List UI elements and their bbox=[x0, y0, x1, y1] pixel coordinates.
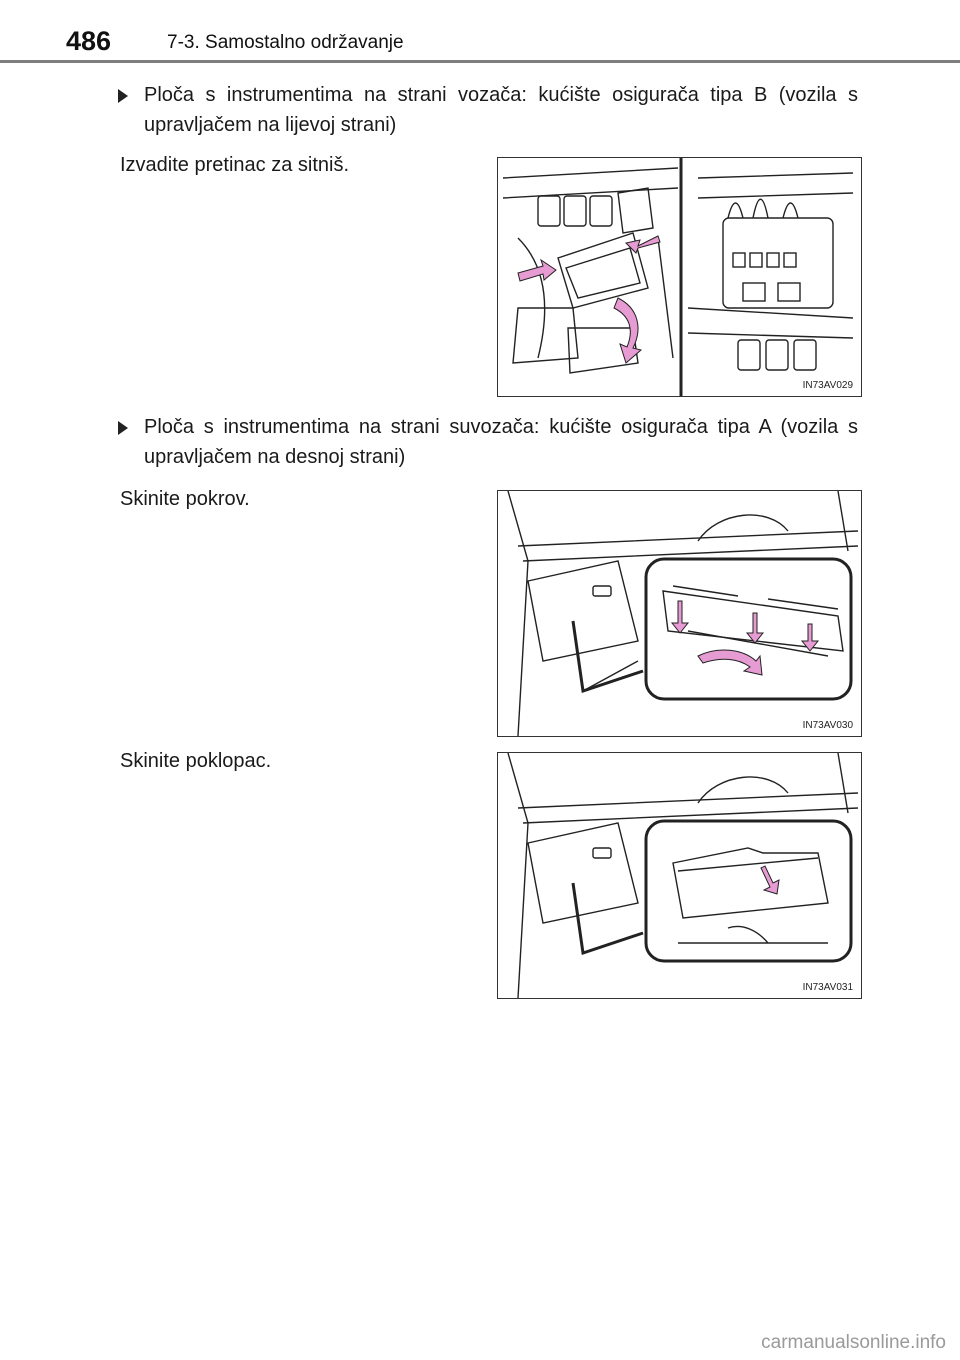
step-remove-cover: Skinite pokrov. bbox=[120, 488, 250, 510]
bullet-triangle-icon bbox=[118, 421, 128, 435]
figure-driver-fuse-box: IN73AV029 bbox=[497, 157, 862, 397]
bullet-heading-passenger-side: Ploča s instrumentima na strani suvozača… bbox=[118, 412, 858, 472]
bullet-heading-driver-side: Ploča s instrumentima na strani vozača: … bbox=[118, 80, 858, 140]
section-title: 7-3. Samostalno održavanje bbox=[167, 32, 404, 53]
figure-code: IN73AV031 bbox=[802, 982, 853, 993]
header-rule bbox=[0, 60, 960, 63]
page-header: 486 7-3. Samostalno održavanje bbox=[0, 0, 960, 64]
driver-fuse-illustration bbox=[502, 158, 854, 396]
figure-passenger-lid: IN73AV031 bbox=[497, 752, 862, 999]
step-remove-coin-tray: Izvadite pretinac za sitniš. bbox=[120, 154, 349, 176]
page-number: 486 bbox=[66, 26, 112, 56]
passenger-cover-illustration bbox=[507, 491, 859, 736]
bullet-triangle-icon bbox=[118, 89, 128, 103]
bullet-text: Ploča s instrumentima na strani suvozača… bbox=[144, 416, 858, 468]
watermark: carmanualsonline.info bbox=[761, 1332, 946, 1353]
passenger-lid-illustration bbox=[507, 753, 859, 998]
figure-code: IN73AV030 bbox=[802, 720, 853, 731]
figure-passenger-cover: IN73AV030 bbox=[497, 490, 862, 737]
step-remove-lid: Skinite poklopac. bbox=[120, 750, 272, 772]
bullet-text: Ploča s instrumentima na strani vozača: … bbox=[144, 84, 858, 136]
figure-code: IN73AV029 bbox=[802, 380, 853, 391]
